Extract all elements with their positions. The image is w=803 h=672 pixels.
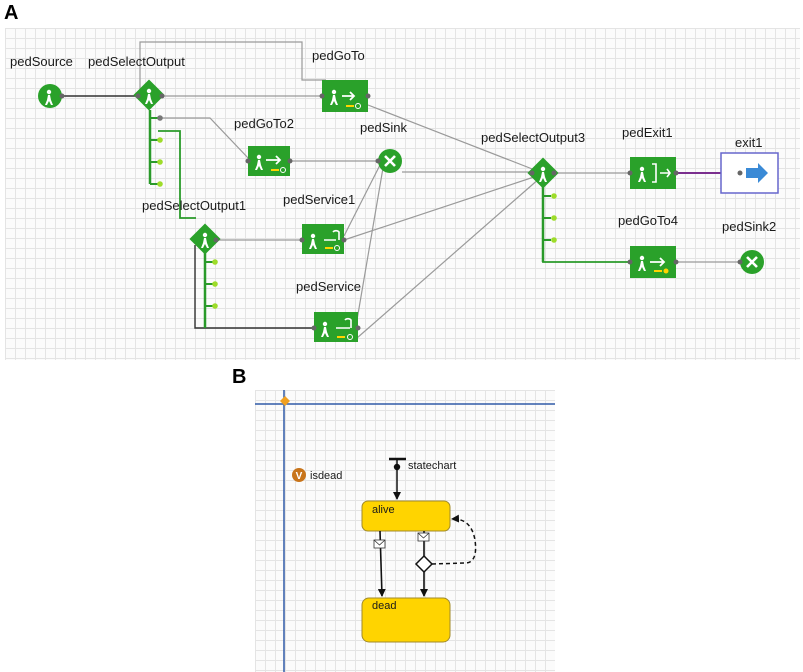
link-service-sink <box>356 167 384 321</box>
select-output-exits <box>148 110 163 187</box>
variable-icon <box>292 468 306 482</box>
close-icon <box>384 155 396 167</box>
transition-branch-alive-default[interactable] <box>431 514 477 565</box>
label-ped-goto2: pedGoTo2 <box>234 116 294 131</box>
ped-service-block[interactable] <box>311 312 361 342</box>
state-dead-label: dead <box>372 600 396 612</box>
label-ped-exit1: pedExit1 <box>622 125 673 140</box>
panel-label-a: A <box>4 2 19 24</box>
label-ped-goto4: pedGoTo4 <box>618 213 678 228</box>
ped-service1-block[interactable] <box>299 224 347 254</box>
state-dead[interactable]: dead <box>361 597 451 643</box>
close-icon <box>746 256 758 268</box>
ped-exit1-block[interactable] <box>627 157 679 189</box>
flowchart-canvas <box>5 28 800 360</box>
label-ped-service1: pedService1 <box>283 192 355 207</box>
link-select-goto2 <box>158 117 251 161</box>
flowchart-labels: pedSource pedSelectOutput pedGoTo pedGoT… <box>10 48 776 294</box>
label-ped-source: pedSource <box>10 54 73 69</box>
state-alive-label: alive <box>372 504 395 516</box>
label-ped-select-output1: pedSelectOutput1 <box>142 198 246 213</box>
transition-message-alive-dead[interactable] <box>373 530 386 597</box>
arrow-right-icon <box>746 163 768 183</box>
label-exit1: exit1 <box>735 135 762 150</box>
link-loop <box>139 41 326 90</box>
select-output3-exits <box>541 185 557 262</box>
ped-select-output3-block[interactable] <box>527 157 559 189</box>
link-service1-select3 <box>343 174 541 241</box>
label-ped-sink: pedSink <box>360 120 407 135</box>
branch-diamond[interactable] <box>414 554 434 574</box>
transition-message-branch[interactable] <box>417 531 430 556</box>
select-output1-exits <box>203 250 218 328</box>
exit1-block[interactable] <box>720 152 779 194</box>
ped-goto2-block[interactable] <box>245 146 293 176</box>
ped-sink-block[interactable] <box>375 149 403 173</box>
link-service-select3 <box>356 177 541 339</box>
label-ped-select-output: pedSelectOutput <box>88 54 185 69</box>
label-ped-select-output3: pedSelectOutput3 <box>481 130 585 145</box>
label-ped-service: pedService <box>296 279 361 294</box>
variable-isdead[interactable]: V isdead <box>292 468 342 482</box>
flowchart-links <box>60 41 740 339</box>
statechart-entry-label: statechart <box>408 460 456 472</box>
link-goto-select3 <box>367 104 541 173</box>
ped-goto-block[interactable] <box>319 80 371 112</box>
variable-icon-letter: V <box>296 471 303 482</box>
link-select1-service <box>194 245 315 329</box>
statechart-axes <box>255 390 555 672</box>
link-select-select1 <box>158 130 196 219</box>
ped-select-output1-block[interactable] <box>189 223 221 255</box>
ped-goto4-block[interactable] <box>627 246 679 278</box>
envelope-icon <box>417 532 430 542</box>
origin-marker-icon <box>280 396 290 406</box>
envelope-icon <box>373 539 386 549</box>
label-ped-sink2: pedSink2 <box>722 219 776 234</box>
link-service1-sink <box>343 164 381 237</box>
ped-source-block[interactable] <box>38 84 65 108</box>
ped-select-output-block[interactable] <box>133 79 165 111</box>
panel-label-b: B <box>232 366 247 388</box>
variable-label: isdead <box>310 470 342 482</box>
state-alive[interactable]: alive <box>361 500 451 532</box>
statechart-entry[interactable]: statechart <box>389 457 456 500</box>
ped-sink2-block[interactable] <box>737 250 765 274</box>
label-ped-goto: pedGoTo <box>312 48 365 63</box>
